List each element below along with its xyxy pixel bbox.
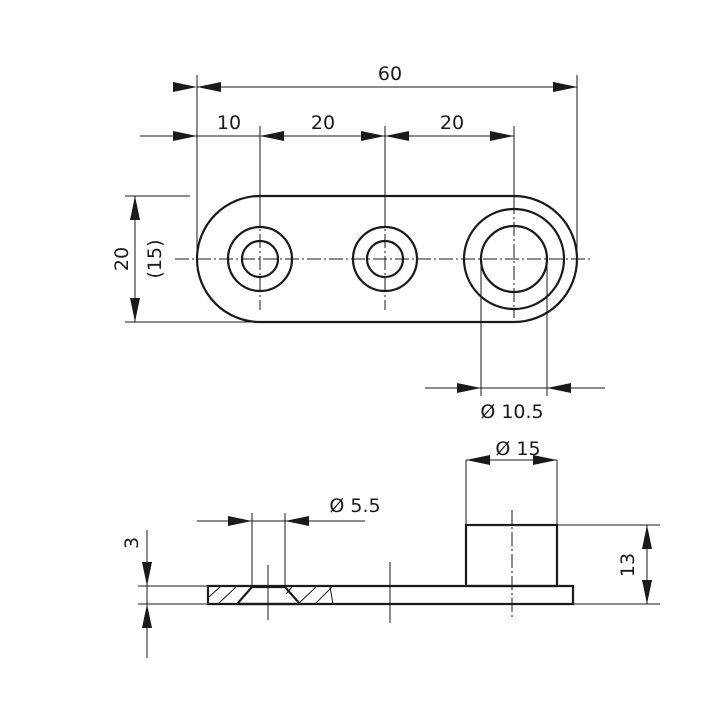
dim-total-height: 13	[617, 553, 639, 577]
dim-spacing-edge: 10	[217, 112, 241, 134]
dim-spacing-1: 20	[311, 112, 335, 134]
dim-hole-diameter: Ø 10.5	[480, 401, 543, 423]
dim-height-ref: (15)	[144, 239, 166, 278]
dim-spacing-2: 20	[440, 112, 464, 134]
dim-height: 20	[111, 247, 133, 271]
dim-boss-diameter: Ø 15	[495, 438, 540, 460]
dim-countersink-diameter: Ø 5.5	[329, 495, 380, 517]
plate-outline	[195, 194, 579, 324]
side-view: Ø 15 Ø 5.5 3 13	[121, 438, 660, 658]
section-hatching	[208, 586, 334, 605]
dim-thickness: 3	[121, 537, 143, 549]
top-view: 60 10 20 20 20 (15) Ø 10.5	[111, 63, 605, 423]
dim-overall-length: 60	[378, 63, 402, 85]
